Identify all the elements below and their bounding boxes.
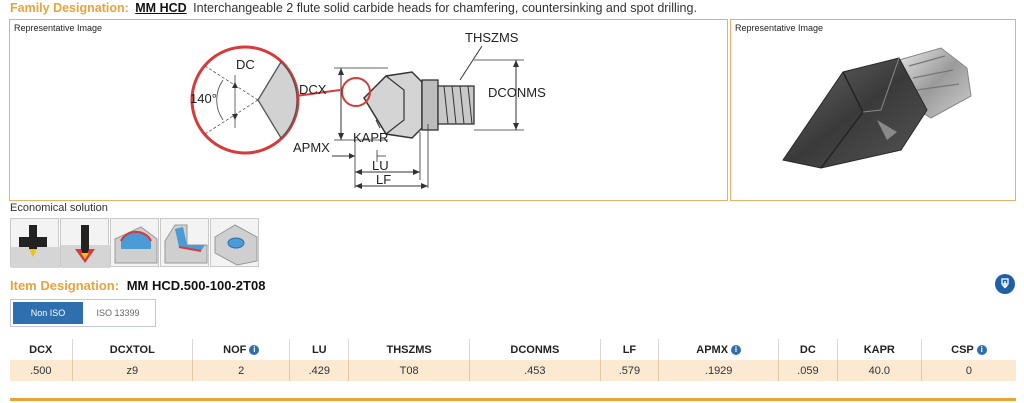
cell-dconms: .453 — [469, 360, 601, 381]
profile-chamfer-icon[interactable] — [160, 218, 209, 267]
table-row: .500 z9 2 .429 T08 .453 .579 .1929 .059 … — [10, 360, 1016, 381]
tab-iso-13399[interactable]: ISO 13399 — [83, 302, 153, 324]
panel-caption: Representative Image — [735, 23, 824, 33]
header-lf: LF — [600, 339, 660, 360]
chamfering-icon[interactable] — [10, 218, 60, 268]
cell-dc: .059 — [778, 360, 838, 381]
header-kapr: KAPR — [837, 339, 922, 360]
cell-nof: 2 — [192, 360, 291, 381]
cell-dcxtol: z9 — [72, 360, 194, 381]
tool-head-drawing — [341, 71, 475, 139]
cell-apmx: .1929 — [658, 360, 780, 381]
label-dconms: DCONMS — [488, 85, 546, 100]
product-render — [782, 47, 972, 169]
family-description: Interchangeable 2 flute solid carbide he… — [193, 1, 697, 15]
header-lu: LU — [289, 339, 350, 360]
header-dcx: DCX — [10, 339, 73, 360]
panel-caption: Representative Image — [14, 23, 103, 33]
cell-kapr: 40.0 — [837, 360, 922, 381]
cell-lu: .429 — [289, 360, 350, 381]
family-designation-label: Family Designation: — [10, 1, 129, 15]
product-image-panel: Representative Image — [730, 19, 1016, 201]
dimension-diagram: DC 140° THSZMS DCONMS DCX KAPR — [190, 30, 546, 189]
label-angle: 140° — [190, 91, 217, 106]
cell-lf: .579 — [600, 360, 660, 381]
info-icon[interactable]: i — [731, 344, 742, 355]
economical-solution-label: Economical solution — [10, 202, 108, 214]
technical-drawing-panel: Representative Image DC 140° THSZMS — [9, 19, 728, 201]
bottom-divider — [10, 398, 1016, 401]
cell-thszms: T08 — [348, 360, 471, 381]
label-lu: LU — [372, 158, 389, 173]
info-icon[interactable]: i — [976, 344, 987, 355]
standard-tabs: Non ISO ISO 13399 — [10, 299, 156, 327]
label-dcx: DCX — [299, 82, 327, 97]
cell-dcx: .500 — [10, 360, 73, 381]
info-icon[interactable]: i — [249, 344, 260, 355]
application-icons — [10, 218, 259, 268]
family-name-link[interactable]: MM HCD — [135, 1, 187, 15]
header-dconms: DCONMS — [469, 339, 601, 360]
item-designation: Item Designation: MM HCD.500-100-2T08 — [10, 278, 265, 293]
label-dc: DC — [236, 57, 255, 72]
download-icon — [1001, 278, 1009, 289]
item-designation-label: Item Designation: — [10, 278, 120, 293]
detail-magnifier — [190, 45, 300, 155]
spot-face-icon[interactable] — [210, 218, 259, 267]
family-designation: Family Designation: MM HCD Interchangeab… — [10, 1, 697, 15]
header-dc: DC — [778, 339, 838, 360]
download-button[interactable] — [995, 274, 1015, 294]
cell-csp: 0 — [921, 360, 1016, 381]
tab-non-iso[interactable]: Non ISO — [13, 302, 83, 324]
label-thszms: THSZMS — [465, 30, 519, 45]
label-kapr: KAPR — [353, 130, 388, 145]
label-lf: LF — [376, 172, 391, 187]
label-apmx: APMX — [293, 140, 330, 155]
header-dcxtol: DCXTOL — [72, 339, 194, 360]
header-thszms: THSZMS — [348, 339, 471, 360]
item-code: MM HCD.500-100-2T08 — [126, 278, 266, 293]
countersink-icon[interactable] — [110, 218, 159, 267]
spot-drilling-icon[interactable] — [60, 218, 110, 268]
